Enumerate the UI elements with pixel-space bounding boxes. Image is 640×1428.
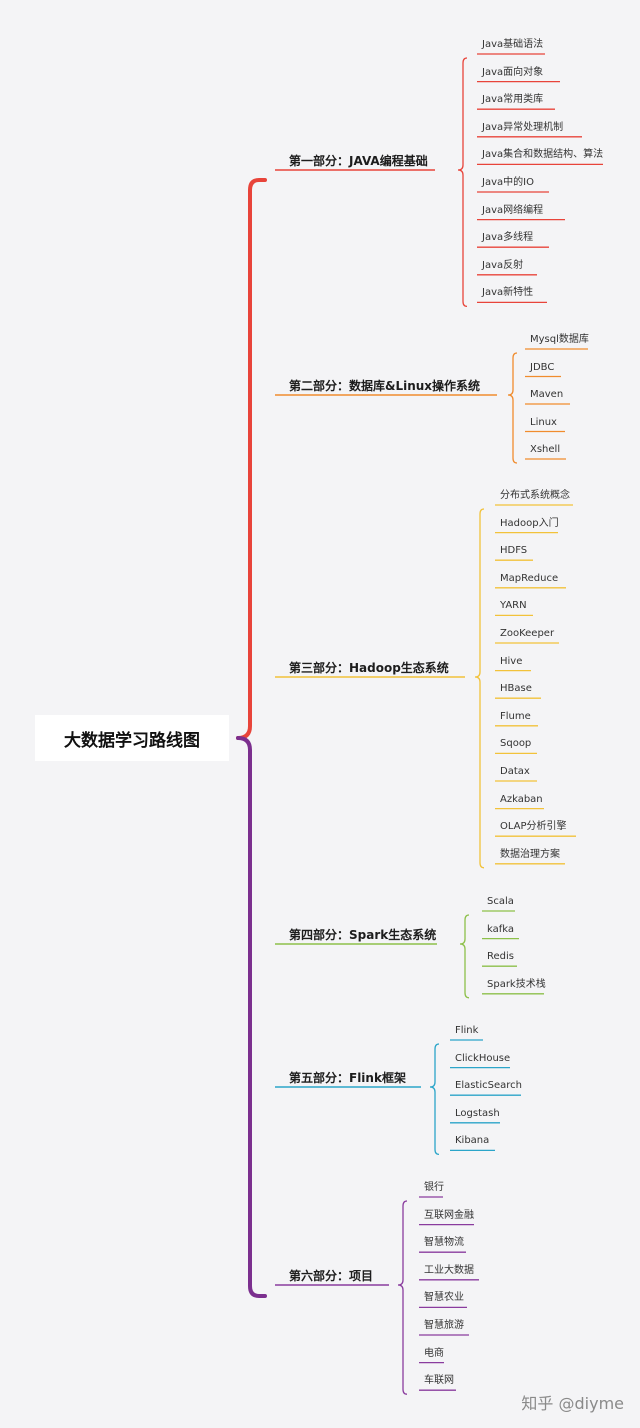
section-1-item[interactable]: Java集合和数据结构、算法 xyxy=(482,149,604,161)
section-6-item[interactable]: 互联网金融 xyxy=(424,1209,474,1221)
section-2-label[interactable]: 第二部分：数据库&Linux操作系统 xyxy=(289,379,481,393)
section-1-bracket xyxy=(457,57,468,308)
section-3-item[interactable]: HDFS xyxy=(500,545,528,557)
section-3-item[interactable]: Datax xyxy=(500,766,530,777)
section-1-item[interactable]: Java反射 xyxy=(482,259,524,271)
section-1-item[interactable]: Java面向对象 xyxy=(482,66,544,78)
section-3-item[interactable]: HBase xyxy=(500,683,532,695)
section-3-bracket xyxy=(474,508,485,869)
section-4-item[interactable]: Scala xyxy=(487,896,514,907)
section-1-item[interactable]: Java异常处理机制 xyxy=(482,121,564,133)
section-4-label[interactable]: 第四部分：Spark生态系统 xyxy=(289,928,437,942)
section-3-label[interactable]: 第三部分：Hadoop生态系统 xyxy=(289,661,449,675)
section-4-item[interactable]: kafka xyxy=(487,923,515,935)
section-3-item[interactable]: ZooKeeper xyxy=(500,628,555,639)
section-2-item[interactable]: Maven xyxy=(530,389,564,400)
section-6-item[interactable]: 车联网 xyxy=(424,1375,454,1387)
section-6-item[interactable]: 电商 xyxy=(424,1347,444,1359)
section-5-item[interactable]: Flink xyxy=(455,1025,479,1036)
section-3-item[interactable]: Hadoop入门 xyxy=(500,517,559,529)
section-1-item[interactable]: Java基础语法 xyxy=(482,39,544,50)
section-6-item[interactable]: 智慧物流 xyxy=(424,1237,464,1249)
section-6-label[interactable]: 第六部分：项目 xyxy=(289,1269,374,1283)
section-2-item[interactable]: JDBC xyxy=(530,361,555,373)
section-4-item[interactable]: Spark技术栈 xyxy=(487,978,546,990)
section-3-item[interactable]: YARN xyxy=(500,600,527,612)
section-5-item[interactable]: Logstash xyxy=(455,1107,500,1119)
section-3-item[interactable]: Flume xyxy=(500,710,531,722)
section-1-label[interactable]: 第一部分：JAVA编程基础 xyxy=(289,154,428,168)
section-6-item[interactable]: 智慧农业 xyxy=(424,1292,464,1304)
section-4-item[interactable]: Redis xyxy=(487,951,514,963)
section-6-item[interactable]: 智慧旅游 xyxy=(424,1320,464,1331)
section-2-item[interactable]: Linux xyxy=(530,416,557,428)
root-node[interactable]: 大数据学习路线图 xyxy=(35,715,229,761)
section-1-item[interactable]: Java中的IO xyxy=(482,177,534,188)
section-3-item[interactable]: Azkaban xyxy=(500,793,543,805)
section-3-item[interactable]: OLAP分析引擎 xyxy=(500,821,567,833)
section-1-item[interactable]: Java网络编程 xyxy=(482,204,544,216)
section-5-label[interactable]: 第五部分：Flink框架 xyxy=(289,1071,406,1085)
trunk-lower-bracket xyxy=(236,736,267,1298)
section-3-item[interactable]: MapReduce xyxy=(500,572,559,584)
section-1-item[interactable]: Java多线程 xyxy=(482,232,534,244)
watermark: 知乎 @diyme xyxy=(521,1394,624,1413)
trunk-upper-bracket xyxy=(236,178,267,740)
section-3-item[interactable]: Sqoop xyxy=(500,738,532,750)
section-6-item[interactable]: 银行 xyxy=(424,1182,444,1193)
section-3-item[interactable]: 分布式系统概念 xyxy=(500,490,570,501)
section-5-bracket xyxy=(429,1043,440,1156)
section-5-item[interactable]: ElasticSearch xyxy=(455,1080,522,1092)
section-1-item[interactable]: Java常用类库 xyxy=(482,94,544,106)
section-5-item[interactable]: Kibana xyxy=(455,1135,490,1147)
section-3-item[interactable]: Hive xyxy=(500,655,523,667)
section-5-item[interactable]: ClickHouse xyxy=(455,1052,511,1064)
section-2-bracket xyxy=(507,352,518,464)
section-6-item[interactable]: 工业大数据 xyxy=(424,1264,474,1276)
section-1-item[interactable]: Java新特性 xyxy=(482,287,534,299)
section-2-item[interactable]: Xshell xyxy=(530,444,561,455)
section-3-item[interactable]: 数据治理方案 xyxy=(500,848,560,860)
section-2-item[interactable]: Mysql数据库 xyxy=(530,334,589,345)
section-6-bracket xyxy=(397,1200,408,1395)
section-4-bracket xyxy=(459,914,470,999)
